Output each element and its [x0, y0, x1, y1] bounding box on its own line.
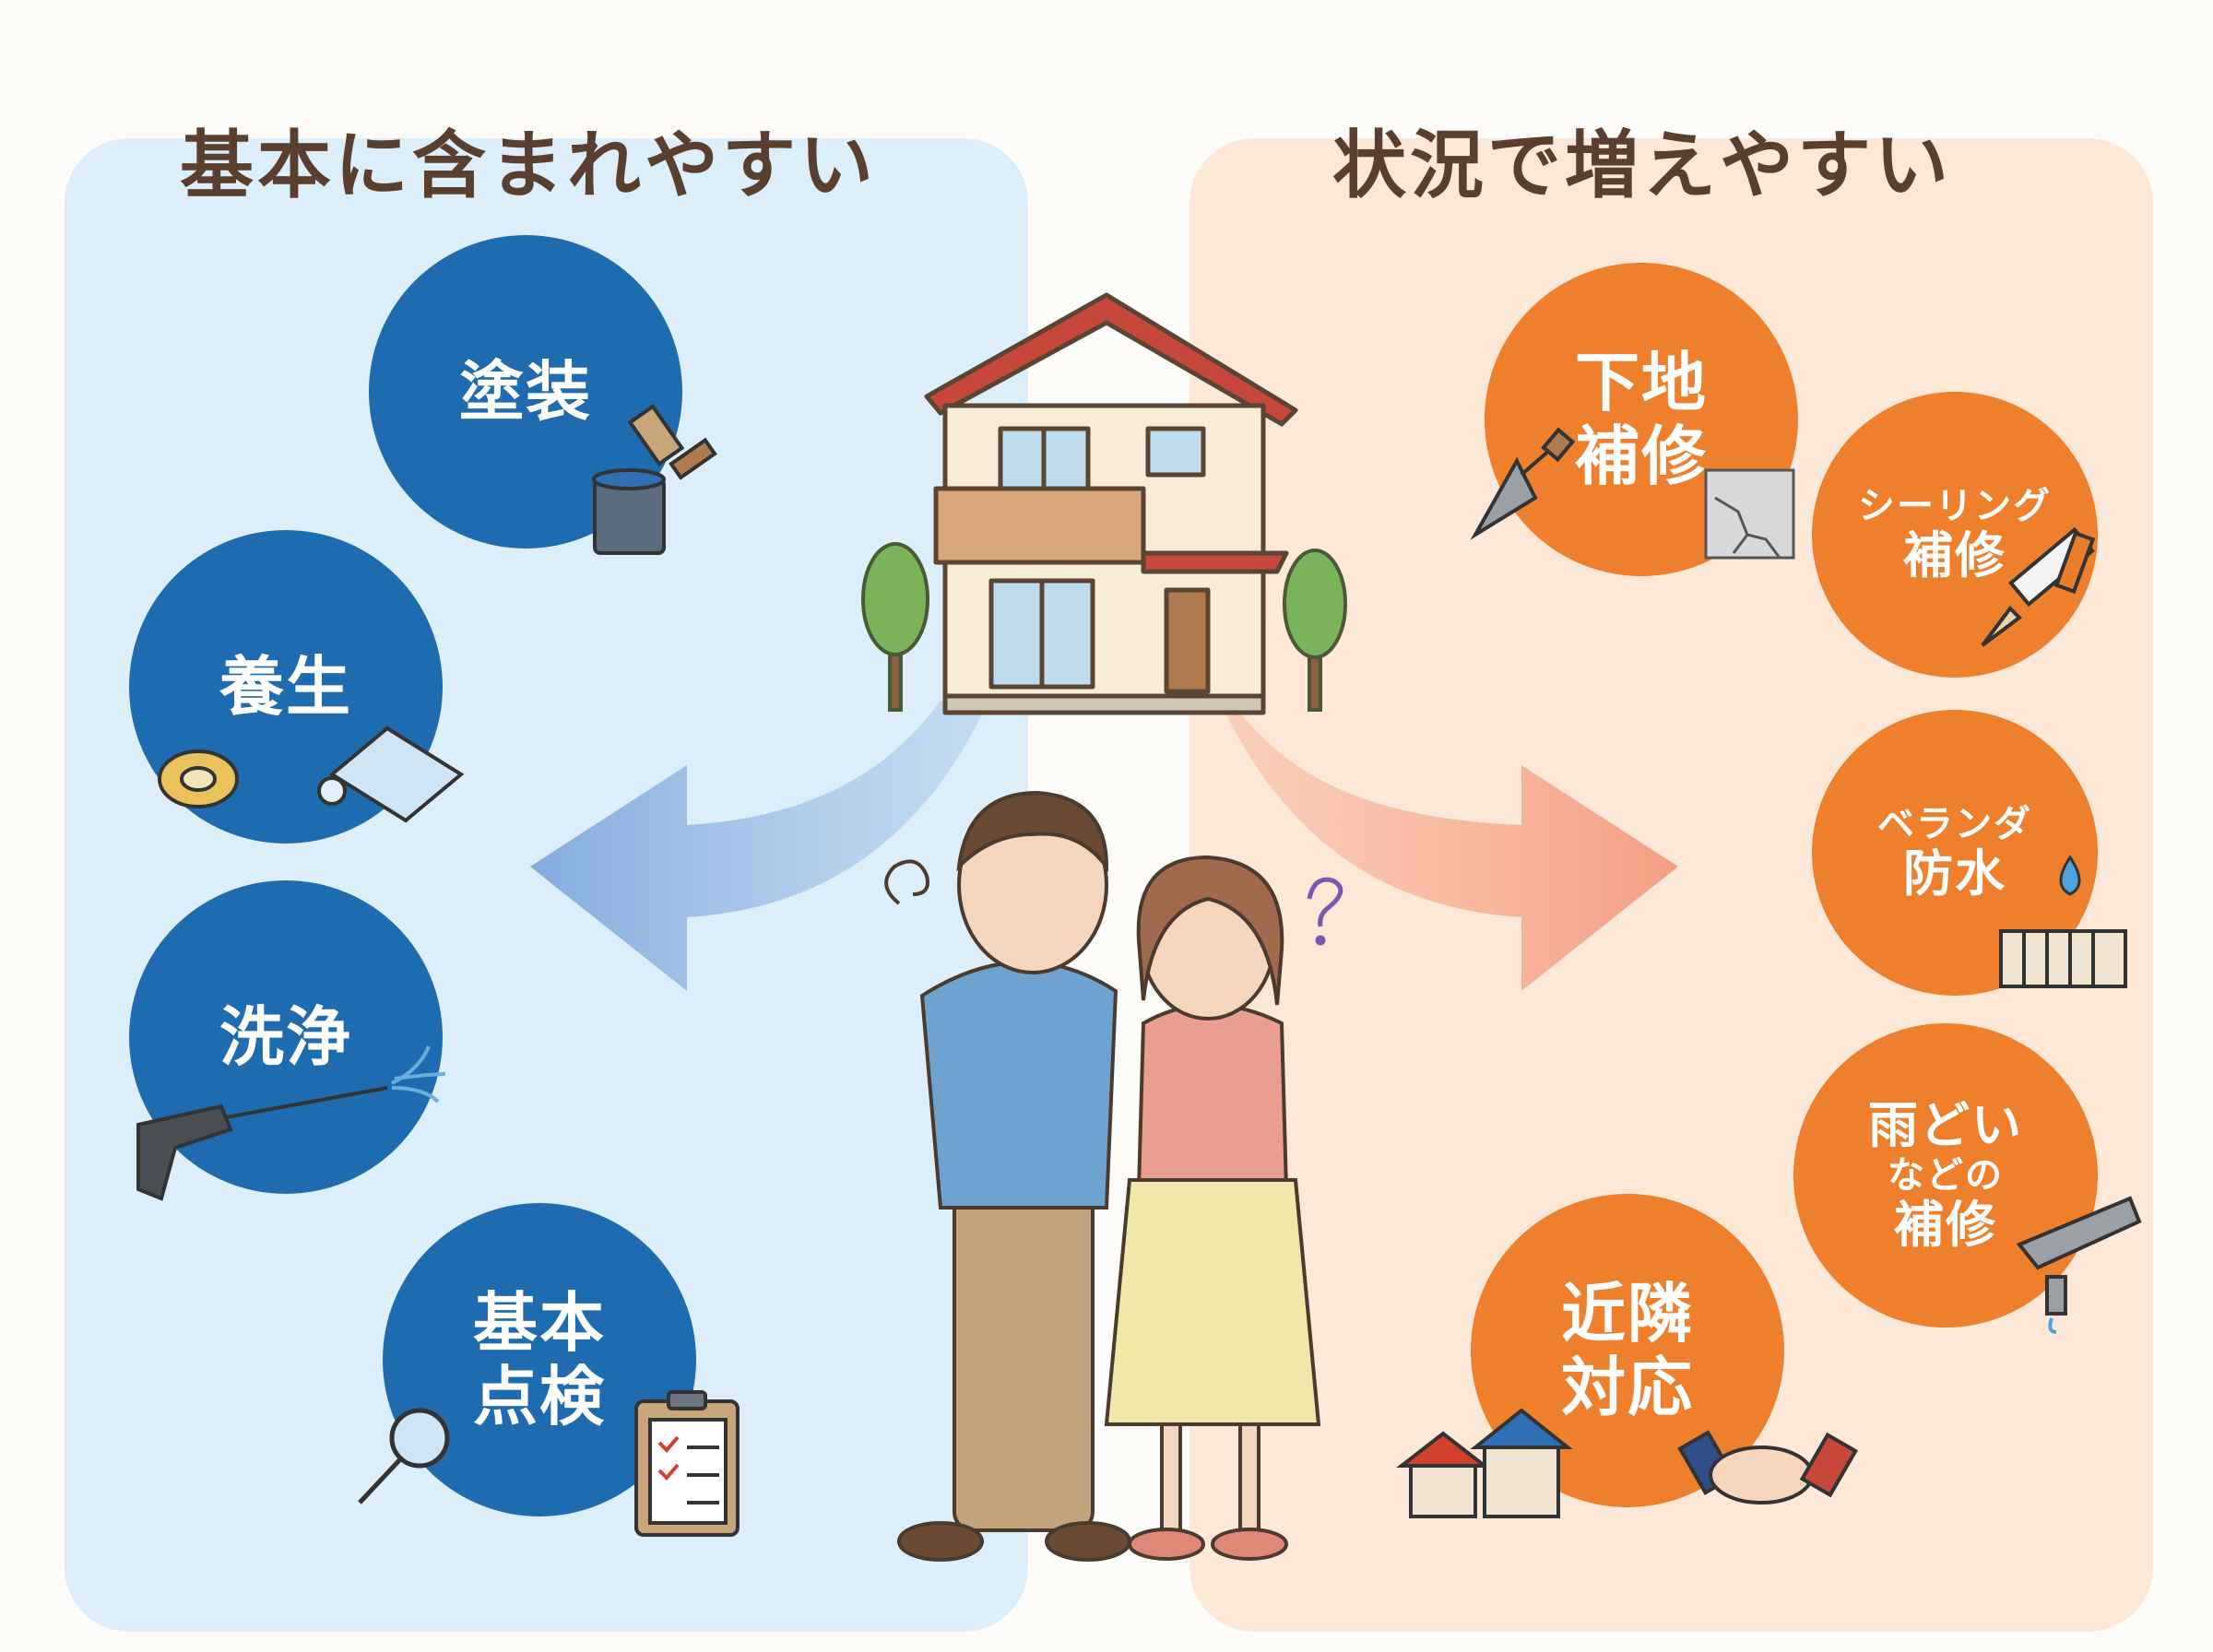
painting-label: 塗装 [459, 353, 592, 430]
sealing-repair-label-line2: 補修 [1903, 525, 2006, 584]
right-arrow [1226, 701, 1678, 991]
tree-icon [1283, 549, 1347, 712]
situational-items-heading: 状況で増えやすい [1332, 123, 1952, 208]
left-arrow [530, 701, 982, 991]
sealing-repair-label-line1: シーリング [1858, 484, 2052, 527]
neighbor-relations-label-line2: 対応 [1561, 1350, 1694, 1425]
washing-item: 洗浄 [129, 880, 443, 1194]
balcony-waterproofing-label-line1: ベランダ [1877, 802, 2032, 845]
painting-item: 塗装 [369, 235, 682, 549]
masking-label: 養生 [219, 648, 352, 725]
substrate-repair-label-line1: 下地 [1575, 344, 1708, 420]
balcony-waterproofing-label-line2: 防水 [1903, 844, 2006, 903]
basic-inspection-label-line2: 点検 [473, 1359, 606, 1434]
balcony-waterproofing-item: ベランダ 防水 [1812, 710, 2098, 996]
substrate-repair-item: 下地 補修 [1485, 263, 1798, 576]
gutter-repair-label-line3: 補修 [1894, 1196, 1997, 1254]
basic-inspection-label-line1: 基本 [473, 1284, 606, 1361]
tree-icon [861, 542, 929, 712]
gutter-repair-label-line1: 雨どい [1868, 1095, 2023, 1154]
worry-swirl-icon [884, 859, 929, 905]
basic-items-heading: 基本に含まれやすい [180, 123, 877, 208]
couple-illustration [897, 790, 1321, 1562]
washing-label: 洗浄 [219, 998, 352, 1075]
gutter-repair-label-line2: などの [1888, 1154, 2004, 1197]
neighbor-relations-item: 近隣 対応 [1471, 1194, 1784, 1507]
house-icon [924, 292, 1298, 715]
sealing-repair-item: シーリング 補修 [1812, 392, 2098, 678]
substrate-repair-label-line2: 補修 [1575, 419, 1708, 494]
question-mark-icon [1307, 877, 1343, 946]
gutter-repair-item: 雨どい などの 補修 [1793, 1023, 2098, 1328]
basic-inspection-item: 基本 点検 [383, 1203, 696, 1516]
neighbor-relations-label-line1: 近隣 [1561, 1275, 1694, 1351]
masking-item: 養生 [129, 530, 443, 844]
